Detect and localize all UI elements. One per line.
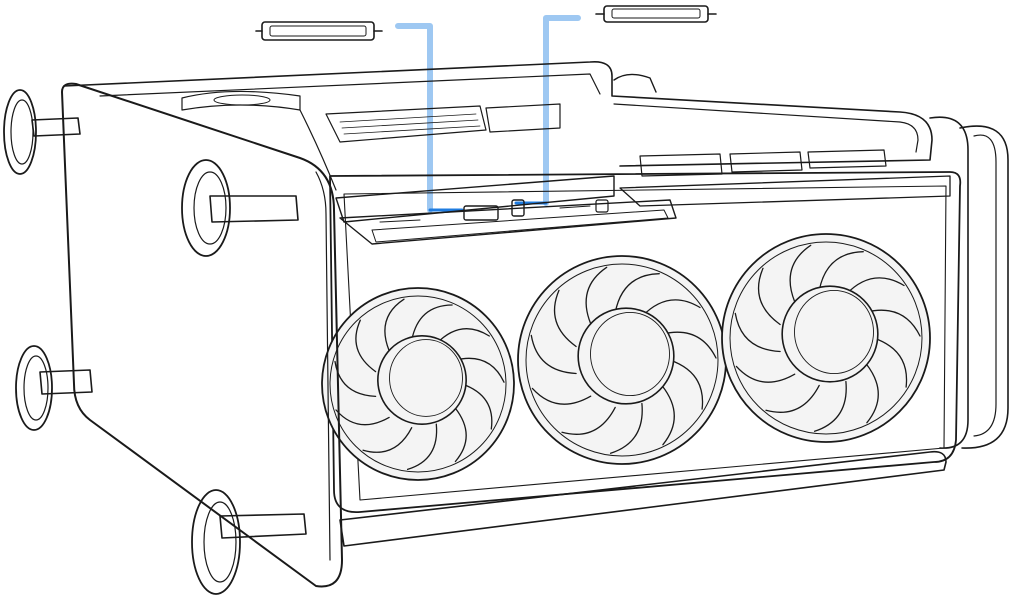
fan-2 — [517, 255, 727, 465]
fan-blade — [585, 266, 608, 325]
fan-blade — [813, 380, 847, 432]
fan-blade — [411, 304, 453, 341]
fan-blade — [865, 309, 921, 337]
foot-bottom-right — [191, 489, 307, 595]
fan-blade — [641, 299, 701, 318]
fan-hub — [377, 335, 467, 425]
fan-blade — [845, 277, 905, 296]
fan-blade — [334, 360, 377, 398]
fan-blade — [561, 406, 616, 435]
fan-blade — [661, 385, 675, 446]
chassis-body — [329, 171, 962, 513]
top-frame — [63, 60, 933, 191]
fan-blade — [735, 365, 796, 383]
fan-blade — [553, 289, 577, 348]
fan-1 — [321, 287, 515, 481]
fan-blade — [734, 312, 781, 353]
insert-arrow-left — [395, 23, 464, 213]
fan-blade — [362, 427, 413, 453]
foot-top-left — [3, 89, 81, 175]
fan-blade — [530, 334, 577, 375]
fan-blade — [757, 267, 781, 326]
foot-top-right — [181, 159, 299, 257]
ssd-module-right — [595, 5, 717, 23]
ssd-module-left — [255, 21, 383, 41]
fan-blade — [789, 244, 812, 303]
foot-bottom-left — [15, 345, 93, 431]
fan-blade — [873, 337, 908, 388]
fan-blade — [531, 387, 592, 405]
fan-blade — [461, 383, 493, 430]
bottom-frame — [339, 450, 947, 547]
fan-hub — [781, 285, 879, 383]
fan-blade — [661, 331, 717, 359]
rear-handle — [929, 116, 1009, 449]
fan-blade — [765, 384, 820, 413]
fan-3 — [721, 233, 931, 443]
fan-blade — [609, 402, 643, 454]
side-panel — [61, 82, 343, 588]
fan-blade — [818, 251, 864, 292]
fan-blade — [614, 273, 660, 314]
fan-blade — [384, 298, 405, 352]
fan-blade — [406, 423, 438, 471]
fan-blade — [669, 359, 704, 410]
fan-blade — [865, 363, 879, 424]
fan-array — [321, 233, 931, 481]
fan-blade — [355, 319, 377, 373]
fan-hub — [577, 307, 675, 405]
fan-blade — [454, 407, 467, 463]
fan-blade — [335, 409, 390, 426]
